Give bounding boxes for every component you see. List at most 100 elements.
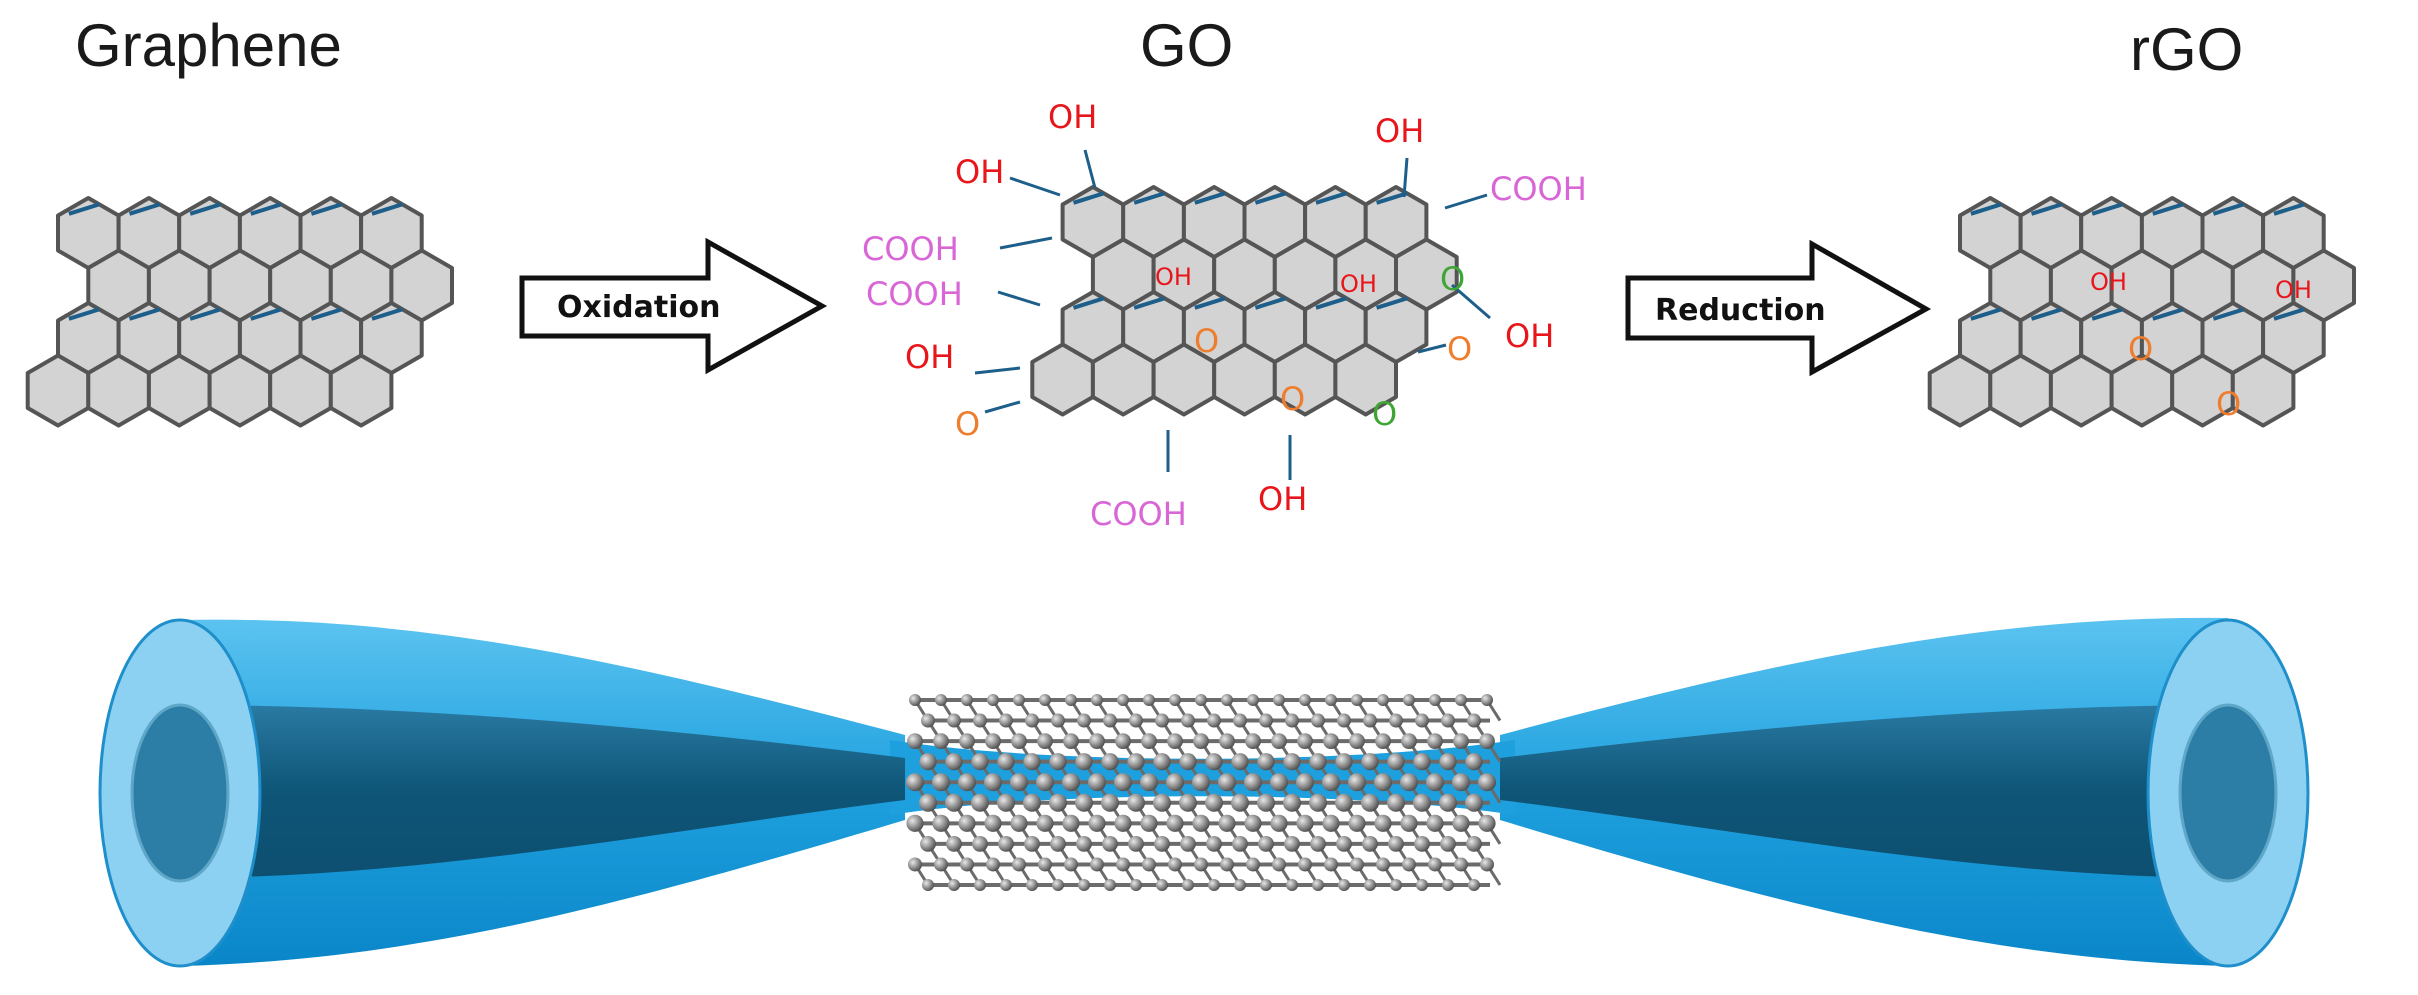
nanotube-atom bbox=[1052, 879, 1064, 891]
oxidation-label: Oxidation bbox=[557, 290, 720, 325]
bond-stem bbox=[984, 400, 1021, 414]
nanotube-atom bbox=[1309, 793, 1327, 812]
nanotube-atom bbox=[1233, 713, 1247, 728]
nanotube-atom bbox=[932, 814, 950, 832]
hydroxyl-label: OH bbox=[2275, 276, 2312, 304]
hexagon-ring bbox=[1333, 342, 1398, 417]
nanotube-atom bbox=[1141, 733, 1157, 750]
nanotube-atom bbox=[946, 835, 962, 852]
nanotube-atom bbox=[1439, 793, 1457, 812]
nanotube-atom bbox=[974, 879, 986, 891]
nanotube-atom bbox=[1478, 773, 1496, 792]
reduction-label: Reduction bbox=[1655, 293, 1826, 328]
nanotube-atom bbox=[1064, 857, 1078, 872]
nanotube-atom bbox=[958, 814, 976, 832]
nanotube-atom bbox=[1049, 793, 1067, 812]
nanotube-atom bbox=[1403, 694, 1415, 706]
nanotube-atom bbox=[1205, 793, 1223, 812]
double-bond bbox=[1072, 191, 1105, 205]
bond-stem bbox=[1402, 157, 1409, 198]
nanotube-atom bbox=[1088, 814, 1106, 832]
nanotube-atom bbox=[1270, 773, 1288, 792]
nanotube-atom bbox=[1309, 753, 1327, 771]
nanotube-atom bbox=[984, 773, 1002, 792]
nanotube-atom bbox=[1129, 713, 1143, 728]
bond-stem bbox=[997, 290, 1041, 307]
nanotube-atom bbox=[1364, 879, 1376, 891]
hydroxyl-label: OH bbox=[2090, 268, 2127, 296]
nanotube-atom bbox=[1454, 857, 1468, 872]
hexagon-ring bbox=[1927, 353, 1993, 428]
double-bond bbox=[2152, 307, 2184, 321]
nanotube-atom bbox=[1400, 814, 1418, 832]
nanotube-atom bbox=[1231, 753, 1249, 771]
double-bond bbox=[1970, 307, 2002, 321]
nanotube-atom bbox=[1130, 879, 1142, 891]
nanotube-atom bbox=[1036, 814, 1054, 832]
nanotube-atom bbox=[1259, 713, 1273, 728]
double-bond bbox=[2212, 307, 2245, 321]
nanotube-atom bbox=[1207, 713, 1221, 728]
hexagon-ring bbox=[2048, 353, 2114, 428]
double-bond bbox=[1133, 296, 1166, 310]
nanotube-atom bbox=[1361, 753, 1379, 771]
nanotube-atom bbox=[1065, 694, 1077, 706]
nanotube-atom bbox=[972, 835, 988, 852]
nanotube-atom bbox=[906, 773, 924, 792]
nanotube-atom bbox=[987, 694, 999, 706]
nanotube-atom bbox=[1195, 694, 1207, 706]
nanotube-atom bbox=[1440, 835, 1456, 852]
nanotube-atom bbox=[1413, 753, 1431, 771]
reduction-arrow: Reduction bbox=[1625, 239, 1932, 377]
nanotube-atom bbox=[1127, 753, 1145, 771]
nanotube-atom bbox=[1387, 793, 1405, 812]
nanotube-atom bbox=[1350, 857, 1364, 872]
nanotube-atom bbox=[1140, 814, 1158, 832]
bond-stem bbox=[1009, 176, 1061, 197]
nanotube-atom bbox=[1156, 879, 1168, 891]
nanotube-atom bbox=[1012, 857, 1026, 872]
double-bond bbox=[68, 307, 100, 321]
nanotube-atom bbox=[961, 694, 973, 706]
nanotube-atom bbox=[1467, 713, 1481, 728]
nanotube-atom bbox=[1246, 857, 1260, 872]
nanotube-atom bbox=[1478, 814, 1496, 832]
double-bond bbox=[1133, 191, 1166, 205]
nanotube-atom bbox=[920, 835, 936, 852]
nanotube-atom bbox=[1335, 753, 1353, 771]
bond-stem bbox=[999, 236, 1053, 250]
hydroxyl-label: OH bbox=[1155, 263, 1192, 291]
nanotube-atom bbox=[1232, 835, 1248, 852]
nanotube-atom bbox=[1234, 879, 1246, 891]
double-bond bbox=[1315, 296, 1347, 310]
nanotube-atom bbox=[1465, 753, 1483, 771]
nanotube-atom bbox=[1091, 694, 1103, 706]
nanotube-atom bbox=[973, 713, 987, 728]
nanotube-atom bbox=[1194, 857, 1208, 872]
epoxy-oxygen-label: O bbox=[2128, 330, 2153, 368]
nanotube-atom bbox=[959, 733, 975, 750]
nanotube-atom bbox=[1325, 694, 1337, 706]
carboxyl-label: COOH bbox=[862, 230, 959, 268]
nanotube-atom bbox=[1374, 814, 1392, 832]
nanotube-atom bbox=[1168, 857, 1182, 872]
double-bond bbox=[1315, 191, 1347, 205]
nanotube-atom bbox=[1128, 835, 1144, 852]
nanotube-atom bbox=[999, 713, 1013, 728]
nanotube-atom bbox=[1244, 773, 1262, 792]
nanotube-atom bbox=[1153, 793, 1171, 812]
nanotube-atom bbox=[1192, 773, 1210, 792]
nanotube-atom bbox=[1049, 753, 1067, 771]
double-bond bbox=[371, 307, 403, 321]
nanotube-atom bbox=[1182, 879, 1194, 891]
nanotube-atom bbox=[1180, 835, 1196, 852]
nanotube-atom bbox=[971, 753, 989, 771]
double-bond bbox=[2091, 202, 2124, 216]
nanotube-atom bbox=[1179, 793, 1197, 812]
double-bond bbox=[2273, 202, 2305, 216]
nanotube-atom bbox=[1169, 694, 1181, 706]
nanotube-atom bbox=[1323, 733, 1339, 750]
nanotube-atom bbox=[1402, 857, 1416, 872]
double-bond bbox=[1970, 202, 2002, 216]
